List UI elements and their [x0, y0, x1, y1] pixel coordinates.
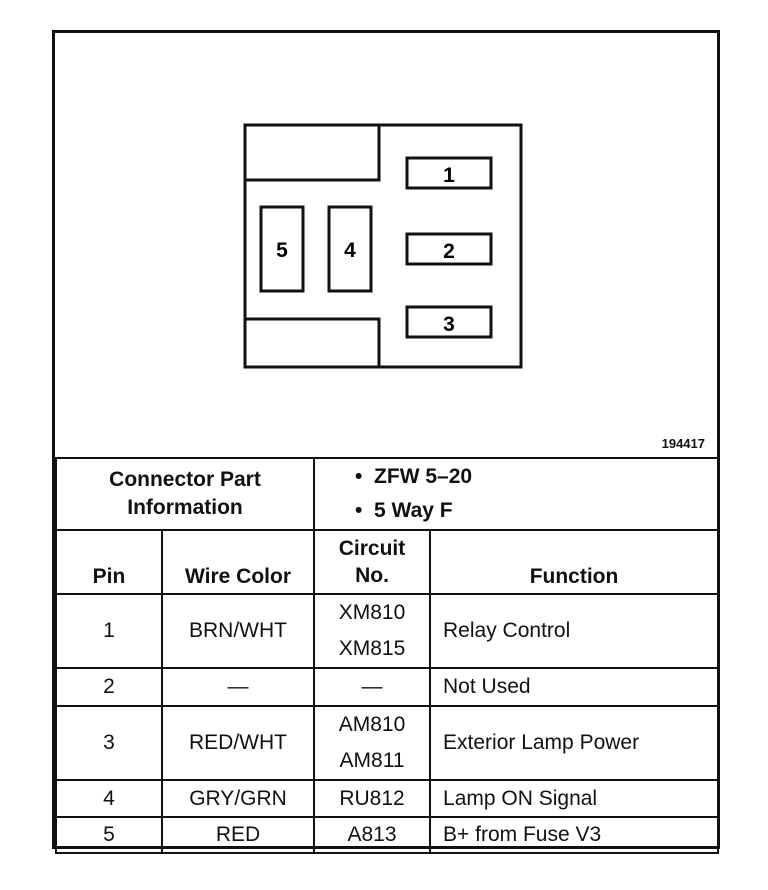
wire-color-cell: GRY/GRN [160, 779, 316, 818]
part-info-values: ZFW 5–20 5 Way F [313, 457, 720, 531]
table-row: 3 RED/WHT AM810 AM811 Exterior Lamp Powe… [55, 705, 720, 781]
function-cell: Exterior Lamp Power [429, 705, 720, 781]
pin-4-terminal [327, 205, 373, 293]
pin-5-terminal [259, 205, 305, 293]
pin-4-label: 4 [344, 239, 356, 262]
circuit-cell: RU812 [313, 779, 432, 818]
connector-info-table: Connector Part Information ZFW 5–20 5 Wa… [54, 457, 720, 854]
circuit-value: AM810 [338, 713, 406, 736]
header-pin: Pin [55, 529, 163, 595]
table-row: 2 — — Not Used [55, 667, 720, 707]
circuit-value: XM810 [338, 601, 406, 624]
wire-color-cell: RED [160, 816, 316, 854]
pin-cell: 1 [55, 593, 163, 669]
pin-3-label: 3 [443, 313, 455, 336]
circuit-cell: — [313, 667, 432, 707]
pin-cell: 4 [55, 779, 163, 818]
key-notch-bottom [245, 317, 381, 367]
header-circuit: Circuit No. [313, 529, 432, 595]
circuit-cell: XM810 XM815 [313, 593, 432, 669]
pin-2-terminal [405, 232, 493, 266]
header-circuit-text: Circuit No. [338, 537, 406, 587]
pin-cell: 3 [55, 705, 163, 781]
wire-color-cell: BRN/WHT [160, 593, 316, 669]
pin-cell: 5 [55, 816, 163, 854]
part-info-item: 5 Way F [355, 494, 717, 528]
table-row: 4 GRY/GRN RU812 Lamp ON Signal [55, 779, 720, 818]
part-info-label: Connector Part Information [109, 468, 261, 519]
header-wire-color: Wire Color [160, 529, 316, 595]
function-cell: Lamp ON Signal [429, 779, 720, 818]
connector-diagram: 1 2 3 4 5 194417 [55, 33, 717, 457]
pin-3-terminal [405, 305, 493, 339]
circuit-cell: A813 [313, 816, 432, 854]
table-row: 5 RED A813 B+ from Fuse V3 [55, 816, 720, 854]
pin-1-terminal [405, 156, 493, 190]
part-info-label-cell: Connector Part Information [54, 457, 316, 531]
function-cell: Relay Control [429, 593, 720, 669]
connector-sheet: 1 2 3 4 5 194417 Connector Part Informat… [52, 30, 720, 854]
pin-5-label: 5 [276, 239, 288, 262]
connector-housing [243, 123, 523, 369]
circuit-value: XM815 [338, 637, 406, 660]
part-info-item: ZFW 5–20 [355, 460, 717, 494]
function-cell: Not Used [429, 667, 720, 707]
pin-1-label: 1 [443, 164, 455, 187]
pin-cell: 2 [55, 667, 163, 707]
circuit-cell: AM810 AM811 [313, 705, 432, 781]
wire-color-cell: — [160, 667, 316, 707]
part-info-row: Connector Part Information ZFW 5–20 5 Wa… [54, 457, 720, 531]
key-notch-top [245, 125, 381, 182]
header-function: Function [429, 529, 720, 595]
header-row: Pin Wire Color Circuit No. Function [55, 529, 720, 595]
table-row: 1 BRN/WHT XM810 XM815 Relay Control [55, 593, 720, 669]
pin-2-label: 2 [443, 240, 455, 263]
circuit-value: AM811 [339, 749, 405, 772]
wire-color-cell: RED/WHT [160, 705, 316, 781]
connector-face-drawing: 1 2 3 4 5 [243, 123, 523, 369]
function-cell: B+ from Fuse V3 [429, 816, 720, 854]
figure-id: 194417 [661, 436, 705, 451]
